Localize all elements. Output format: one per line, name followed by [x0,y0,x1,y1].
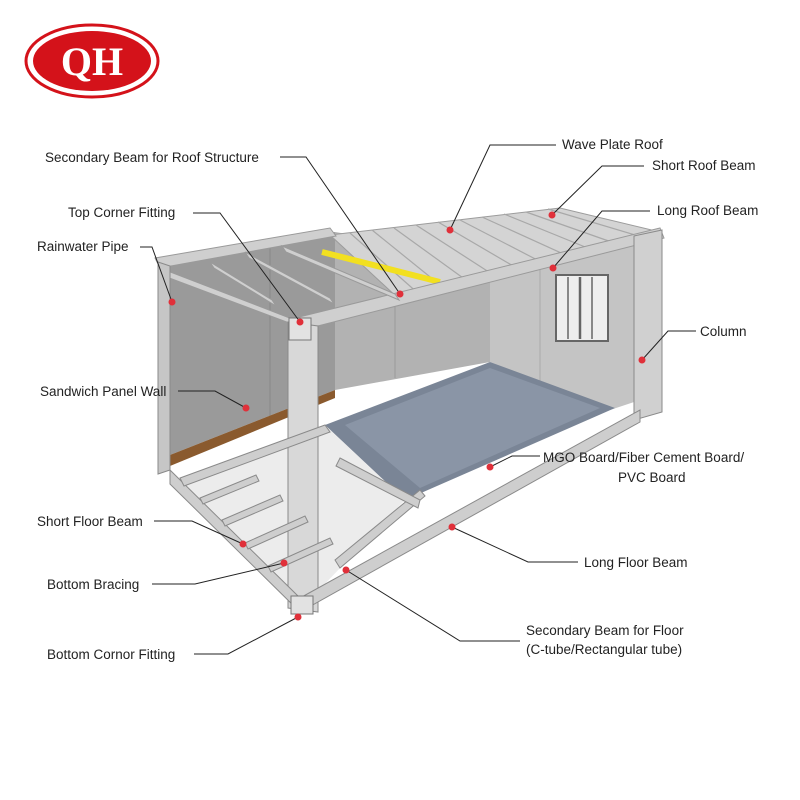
leader-secondary-beam-roof [280,156,401,295]
marker-dot [486,463,494,471]
marker-dot [239,540,247,548]
marker-dot [294,613,302,621]
marker-dot [242,404,250,412]
secondary-roof-beam [244,251,335,305]
floor-frame [169,409,641,614]
logo-inner-ellipse [33,31,151,91]
leader-short-roof-beam [551,165,644,216]
secondary-floor-beam-back [335,457,421,509]
long-floor-beam-back [179,424,331,487]
floor-cross-beam [199,474,260,505]
leader-floor-board [489,455,540,468]
leader-wave-plate-roof [449,144,556,231]
marker-dot [342,566,350,574]
marker-dot [548,211,556,219]
marker-dot [296,318,304,326]
marker-dots [168,211,646,621]
window [555,274,609,342]
marker-dot [168,298,176,306]
leader-bottom-bracing [152,562,285,585]
label-floor-board-line1: MGO Board/Fiber Cement Board/ [543,450,744,465]
back-left-column [157,261,171,475]
label-wave-plate-roof: Wave Plate Roof [562,137,663,152]
marker-dot [549,264,557,272]
label-bottom-bracing: Bottom Bracing [47,577,139,592]
leader-top-corner-fitting [193,212,301,323]
leader-lines [140,144,696,655]
label-bottom-corner-fitting: Bottom Cornor Fitting [47,647,175,662]
qh-logo: QH [24,23,160,99]
secondary-roof-beam [280,244,401,302]
leader-long-floor-beam [451,526,578,563]
label-secondary-beam-floor-line2: (C-tube/Rectangular tube) [526,642,682,657]
label-short-floor-beam: Short Floor Beam [37,514,143,529]
label-floor-board-line2: PVC Board [618,470,686,485]
marker-dot [448,523,456,531]
label-secondary-beam-floor-line1: Secondary Beam for Floor [526,623,684,638]
label-sandwich-panel-wall: Sandwich Panel Wall [40,384,166,399]
label-long-floor-beam: Long Floor Beam [584,555,688,570]
logo-text: QH [61,39,123,84]
secondary-roof-beam [209,261,277,307]
floor-board-texture [345,368,600,488]
label-short-roof-beam: Short Roof Beam [652,158,756,173]
right-column [633,229,663,421]
leader-bottom-corner-fitting [194,616,299,655]
bottom-corner-fitting [290,595,314,615]
leader-secondary-beam-floor [345,569,520,642]
floor-cross-beam [244,515,309,550]
top-corner-fitting [288,317,312,341]
secondary-floor-beam [334,489,426,569]
leader-column [641,330,696,361]
leader-long-roof-beam [552,210,650,269]
container-illustration [154,207,665,615]
label-secondary-beam-roof: Secondary Beam for Roof Structure [45,150,259,165]
label-long-roof-beam: Long Roof Beam [657,203,758,218]
marker-dot [280,559,288,567]
leader-sandwich-panel-wall [178,390,247,409]
leader-rainwater-pipe [140,246,173,303]
label-top-corner-fitting: Top Corner Fitting [68,205,175,220]
label-column: Column [700,324,747,339]
label-rainwater-pipe: Rainwater Pipe [37,239,129,254]
marker-dot [396,290,404,298]
leader-short-floor-beam [154,520,244,545]
marker-dot [638,356,646,364]
floor-cross-beam [221,494,284,527]
marker-dot [446,226,454,234]
front-corner-column [287,321,319,613]
window-frame [555,274,609,342]
labels: Secondary Beam for Roof Structure Top Co… [37,137,758,662]
